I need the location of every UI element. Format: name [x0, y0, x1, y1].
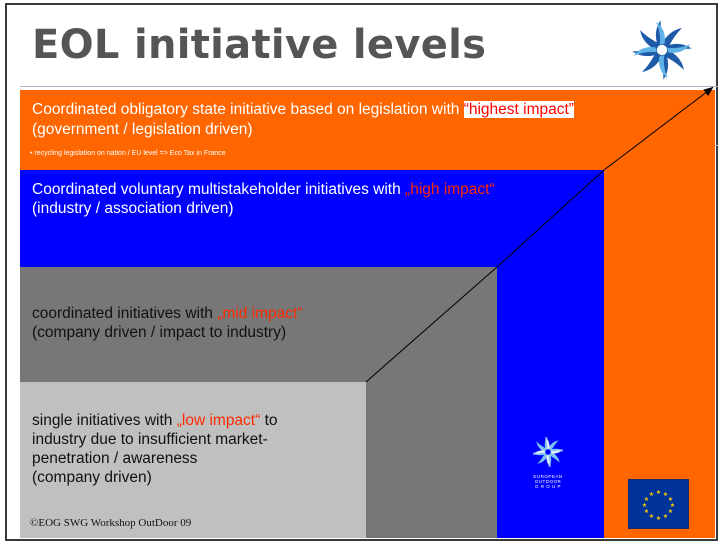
- level-low-line1: single initiatives with „low impact“ to: [32, 412, 278, 429]
- svg-text:★: ★: [668, 508, 673, 515]
- eu-flag-icon: ★ ★ ★ ★ ★ ★ ★ ★ ★ ★ ★ ★: [628, 479, 689, 529]
- svg-text:★: ★: [642, 502, 647, 509]
- high-impact-label: „high impact“: [405, 181, 495, 198]
- eog-logo-line1: EUROPEAN: [533, 474, 563, 479]
- svg-text:★: ★: [644, 496, 649, 503]
- svg-text:★: ★: [663, 513, 668, 520]
- svg-text:★: ★: [649, 513, 654, 520]
- level-low-impact: [20, 382, 366, 538]
- level-low-line4: (company driven): [32, 469, 152, 486]
- svg-text:★: ★: [656, 515, 661, 522]
- copyright-text: ©EOG SWG Workshop OutDoor 09: [30, 517, 192, 529]
- svg-text:★: ★: [656, 489, 661, 496]
- eog-pinwheel-icon: [532, 436, 564, 468]
- level-mid-line1: coordinated initiatives with „mid impact…: [32, 305, 303, 322]
- level-high-line2: (industry / association driven): [32, 200, 234, 217]
- level-high-line1: Coordinated voluntary multistakeholder i…: [32, 181, 495, 198]
- slide-title: EOL initiative levels: [32, 22, 487, 68]
- svg-text:★: ★: [644, 508, 649, 515]
- impact-arrow: [603, 86, 714, 171]
- level-highest-line1: Coordinated obligatory state initiative …: [32, 101, 574, 118]
- mid-impact-label: „mid impact“: [217, 305, 303, 322]
- low-impact-label: „low impact“: [176, 412, 261, 429]
- edge-mid-to-high: [496, 169, 605, 268]
- level-highest-note: • recycling legislation on nation / EU l…: [30, 150, 226, 157]
- eog-logo: EUROPEAN OUTDOOR G R O U P: [523, 435, 573, 489]
- level-low-line2: industry due to insufficient market-: [32, 431, 268, 448]
- header-rule: [20, 86, 718, 87]
- highest-impact-label: “highest impact”: [463, 101, 574, 118]
- svg-text:★: ★: [649, 491, 654, 498]
- svg-text:★: ★: [670, 502, 675, 509]
- level-highest-line2: (government / legislation driven): [32, 121, 253, 138]
- edge-low-to-mid: [365, 266, 498, 383]
- eog-logo-line3: G R O U P: [534, 484, 561, 489]
- eog-logo-line2: OUTDOOR: [534, 479, 562, 484]
- level-low-line3: penetration / awareness: [32, 450, 198, 467]
- svg-text:★: ★: [668, 496, 673, 503]
- eog-pinwheel-icon: [632, 20, 692, 80]
- svg-text:★: ★: [663, 491, 668, 498]
- level-mid-line2: (company driven / impact to industry): [32, 324, 287, 341]
